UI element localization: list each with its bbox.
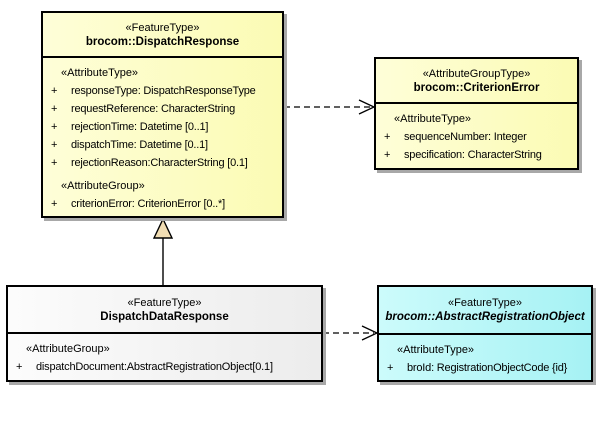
attribute-row: + dispatchTime: Datetime [0..1] — [49, 136, 279, 154]
stereotype-heading: «AttributeGroup» — [26, 343, 110, 355]
visibility-marker: + — [51, 121, 58, 133]
visibility-marker: + — [51, 139, 58, 151]
class-box-dispatch-response: «FeatureType» brocom::DispatchResponse «… — [41, 11, 284, 218]
class-attributes-compartment: «AttributeGroup» + dispatchDocument:Abst… — [8, 334, 321, 380]
attribute-text: dispatchTime: Datetime [0..1] — [71, 139, 208, 151]
attribute-row: + specification: CharacterString — [382, 146, 574, 164]
attribute-text: responseType: DispatchResponseType — [71, 85, 256, 97]
visibility-marker: + — [384, 149, 391, 161]
class-stereotype: «FeatureType» — [125, 21, 200, 34]
stereotype-heading: «AttributeGroup» — [61, 180, 145, 192]
class-header: «FeatureType» DispatchDataResponse — [8, 287, 321, 334]
visibility-marker: + — [387, 362, 394, 374]
class-header: «FeatureType» brocom::DispatchResponse — [43, 13, 282, 58]
stereotype-heading: «AttributeType» — [61, 67, 139, 79]
attribute-row: + sequenceNumber: Integer — [382, 128, 574, 146]
class-box-criterion-error: «AttributeGroupType» brocom::CriterionEr… — [374, 57, 579, 170]
stereotype-heading: «AttributeType» — [394, 113, 472, 125]
visibility-marker: + — [51, 103, 58, 115]
class-attributes-compartment: «AttributeType» + broId: RegistrationObj… — [379, 335, 591, 380]
class-name: brocom::DispatchResponse — [85, 35, 240, 48]
generalization-arrow — [152, 217, 174, 285]
class-attributes-compartment: «AttributeType» + sequenceNumber: Intege… — [376, 104, 577, 168]
attribute-row: + requestReference: CharacterString — [49, 100, 279, 118]
visibility-marker: + — [51, 198, 58, 210]
attribute-text: criterionError: CriterionError [0..*] — [71, 198, 225, 210]
visibility-marker: + — [51, 85, 58, 97]
attribute-text: specification: CharacterString — [404, 149, 542, 161]
attribute-text: sequenceNumber: Integer — [404, 131, 527, 143]
attribute-text: broId: RegistrationObjectCode {id} — [407, 362, 568, 374]
attribute-text: requestReference: CharacterString — [71, 103, 235, 115]
class-header: «FeatureType» brocom::AbstractRegistrati… — [379, 287, 591, 335]
visibility-marker: + — [51, 157, 58, 169]
attribute-row: + broId: RegistrationObjectCode {id} — [385, 359, 588, 377]
class-stereotype: «FeatureType» — [127, 296, 202, 309]
visibility-marker: + — [384, 131, 391, 143]
attribute-row: + rejectionTime: Datetime [0..1] — [49, 118, 279, 136]
attribute-text: rejectionTime: Datetime [0..1] — [71, 121, 209, 133]
attribute-row: + dispatchDocument:AbstractRegistrationO… — [14, 358, 318, 376]
class-stereotype: «AttributeGroupType» — [422, 67, 531, 80]
visibility-marker: + — [16, 361, 23, 373]
class-stereotype: «FeatureType» — [448, 297, 522, 309]
attribute-row: + rejectionReason:CharacterString [0.1] — [49, 154, 279, 172]
class-box-abstract-registration-object: «FeatureType» brocom::AbstractRegistrati… — [377, 285, 593, 382]
dependency-arrow-criterion-error — [284, 99, 376, 115]
stereotype-heading: «AttributeType» — [397, 344, 475, 356]
class-name: DispatchDataResponse — [100, 310, 229, 323]
attribute-row: + responseType: DispatchResponseType — [49, 82, 279, 100]
attribute-text: dispatchDocument:AbstractRegistrationObj… — [36, 361, 273, 373]
class-name: brocom::CriterionError — [413, 81, 540, 94]
attribute-text: rejectionReason:CharacterString [0.1] — [71, 157, 248, 169]
dependency-arrow-abstract-registration-object — [323, 325, 379, 341]
class-attributes-compartment: «AttributeType» + responseType: Dispatch… — [43, 58, 282, 216]
class-name: brocom::AbstractRegistrationObject — [385, 311, 585, 323]
class-header: «AttributeGroupType» brocom::CriterionEr… — [376, 59, 577, 104]
class-box-dispatch-data-response: «FeatureType» DispatchDataResponse «Attr… — [6, 285, 323, 382]
attribute-row: + criterionError: CriterionError [0..*] — [49, 195, 279, 213]
